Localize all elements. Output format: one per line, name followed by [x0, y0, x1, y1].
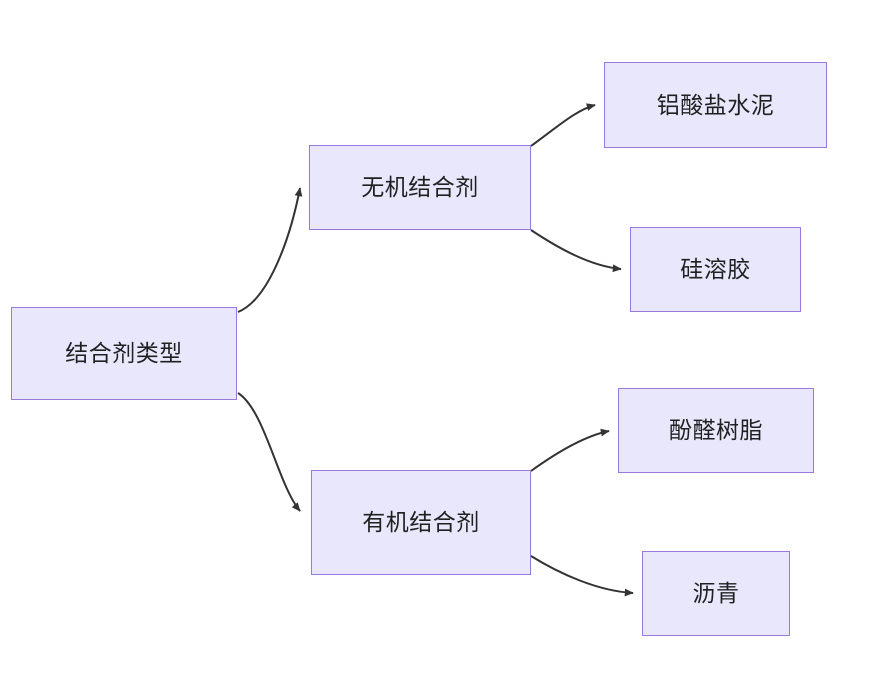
edge-root-to-inorganic	[237, 187, 303, 313]
node-asphalt[interactable]: 沥青	[642, 551, 790, 636]
edge-inorganic-to-aluminate	[530, 103, 596, 147]
node-inorganic[interactable]: 无机结合剂	[309, 145, 531, 230]
node-aluminate-label: 铝酸盐水泥	[656, 91, 775, 118]
node-inorganic-label: 无机结合剂	[361, 174, 479, 200]
node-silicasol-label: 硅溶胶	[680, 256, 751, 282]
node-phenolic-label: 酚醛树脂	[669, 417, 763, 443]
node-organic[interactable]: 有机结合剂	[311, 470, 531, 575]
edge-organic-to-asphalt	[530, 555, 634, 597]
node-asphalt-label: 沥青	[692, 580, 740, 606]
node-root[interactable]: 结合剂类型	[11, 307, 237, 400]
node-root-label: 结合剂类型	[65, 340, 183, 366]
edge-inorganic-to-silicasol	[530, 229, 622, 273]
edge-root-to-organic	[237, 392, 301, 512]
edge-organic-to-phenolic	[530, 428, 610, 472]
node-phenolic[interactable]: 酚醛树脂	[618, 388, 814, 473]
node-organic-label: 有机结合剂	[362, 509, 480, 535]
node-silicasol[interactable]: 硅溶胶	[630, 227, 801, 312]
node-aluminate[interactable]: 铝酸盐水泥	[604, 62, 827, 148]
